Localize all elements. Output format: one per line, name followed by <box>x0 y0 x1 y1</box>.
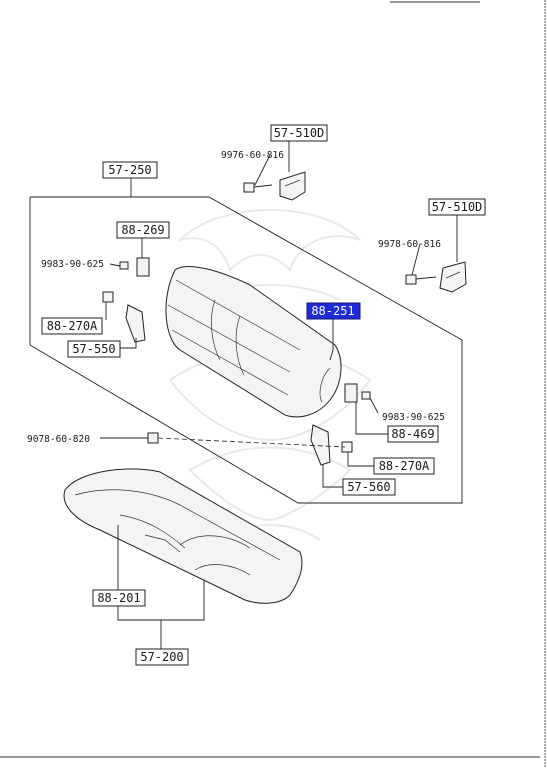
callout-88-201[interactable]: 88-201 <box>92 589 146 607</box>
callout-88-469[interactable]: 88-469 <box>387 425 439 443</box>
seat-cushion <box>63 468 303 604</box>
callout-88-270A-left[interactable]: 88-270A <box>41 317 103 335</box>
seatback-group-outline <box>29 196 463 504</box>
bolt-top <box>243 182 273 193</box>
part-number-9976-60-816[interactable]: 9976-60-816 <box>221 150 284 161</box>
callout-88-269[interactable]: 88-269 <box>116 221 170 239</box>
callout-57-510D-top[interactable]: 57-510D <box>270 124 328 142</box>
callout-57-560[interactable]: 57-560 <box>342 478 396 496</box>
callout-label: 88-270A <box>379 459 430 473</box>
hinge-bracket-right <box>439 261 467 293</box>
bracket-57-560 <box>310 424 331 466</box>
part-number-9978-60-816[interactable]: 9978-60-816 <box>378 239 441 250</box>
bracket-57-550 <box>125 304 146 343</box>
callout-label: 57-560 <box>347 480 390 494</box>
callout-88-251-highlighted[interactable]: 88-251 <box>306 302 361 320</box>
callout-label: 57-250 <box>108 163 151 177</box>
part-number-9078-60-820[interactable]: 9078-60-820 <box>27 434 90 445</box>
callout-label: 88-201 <box>97 591 140 605</box>
callout-57-200[interactable]: 57-200 <box>135 648 189 666</box>
callout-label: 57-510D <box>432 200 483 214</box>
seatback-cushion <box>165 265 342 418</box>
callout-label: 57-550 <box>72 342 115 356</box>
clip-88-469 <box>344 383 371 403</box>
callout-88-270A-right[interactable]: 88-270A <box>373 457 435 475</box>
part-number-9983-90-625-left[interactable]: 9983-90-625 <box>41 259 104 270</box>
leader-lines <box>100 141 458 649</box>
hinge-bracket-top <box>279 171 306 201</box>
callout-label: 88-251 <box>311 304 354 318</box>
callout-57-250[interactable]: 57-250 <box>102 161 158 179</box>
part-number-9983-90-625-right[interactable]: 9983-90-625 <box>382 412 445 423</box>
grommet-88-270A-left <box>102 291 114 303</box>
callout-label: 57-510D <box>274 126 325 140</box>
bolt-right <box>405 274 437 285</box>
callout-label: 88-469 <box>391 427 434 441</box>
clip-88-269 <box>119 257 150 277</box>
callout-label: 88-269 <box>121 223 164 237</box>
callout-57-510D-right[interactable]: 57-510D <box>428 198 486 216</box>
callout-label: 88-270A <box>47 319 98 333</box>
callout-57-550[interactable]: 57-550 <box>67 340 121 358</box>
callout-label: 57-200 <box>140 650 183 664</box>
